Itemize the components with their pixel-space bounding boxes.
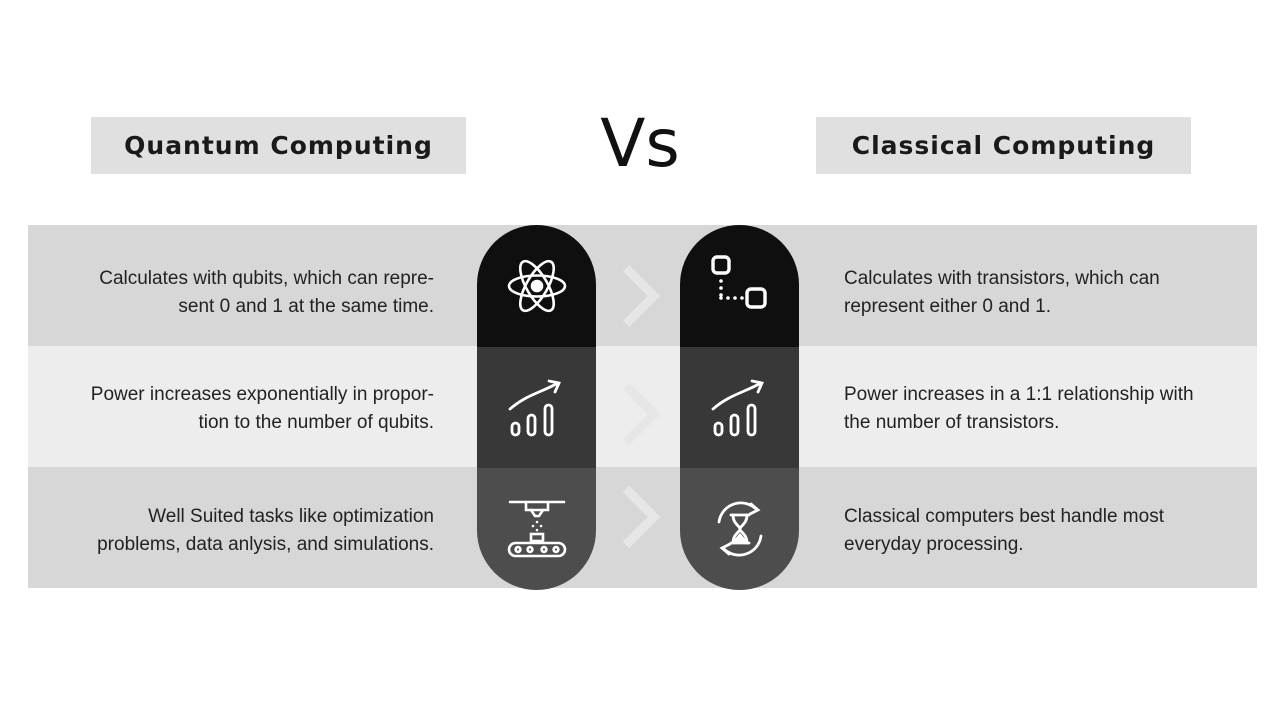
factory-conveyor-icon [507, 500, 566, 558]
hourglass-cycle-icon [717, 501, 762, 557]
vs-label: Vs [600, 105, 680, 182]
bit-nodes-icon [710, 255, 767, 309]
classical-text-3: Classical computers best handle most eve… [844, 506, 1164, 555]
atom-icon [507, 259, 566, 312]
quantum-icon-cell-1 [477, 225, 596, 347]
quantum-title: Quantum Computing [91, 117, 466, 174]
classical-title: Classical Computing [816, 117, 1191, 174]
growth-chart-icon [711, 379, 764, 436]
classical-text-1: Calculates with transistors, which can r… [844, 268, 1160, 317]
quantum-icon-column [477, 225, 596, 590]
growth-chart-icon [508, 379, 561, 436]
classical-icon-column [680, 225, 799, 590]
quantum-icon-cell-2 [477, 346, 596, 469]
quantum-icon-cell-3 [477, 468, 596, 590]
quantum-text-2: Power increases exponentially in propor-… [90, 384, 434, 433]
chevron-right-icon [622, 382, 661, 446]
chevron-right-icon [622, 264, 661, 328]
chevron-right-icon [622, 485, 661, 549]
classical-icon-cell-2 [680, 346, 799, 469]
quantum-text-3: Well Suited tasks like optimization prob… [97, 506, 434, 555]
classical-icon-cell-1 [680, 225, 799, 347]
classical-text-2: Power increases in a 1:1 relationship wi… [844, 384, 1194, 433]
classical-icon-cell-3 [680, 468, 799, 590]
quantum-text-1: Calculates with qubits, which can repre-… [99, 268, 434, 317]
